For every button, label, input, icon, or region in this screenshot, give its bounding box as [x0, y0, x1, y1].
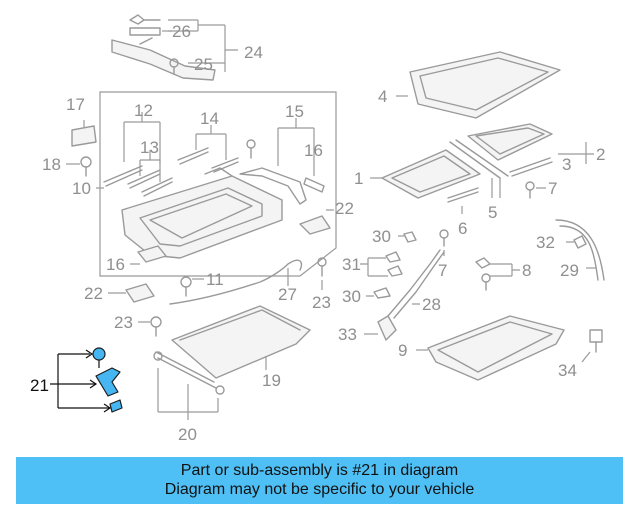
part-21-highlight — [50, 347, 123, 413]
callout-3: 3 — [562, 155, 571, 174]
right-lower-parts — [299, 209, 605, 381]
callout-22-lower: 22 — [84, 284, 103, 303]
callout-17: 17 — [66, 95, 85, 114]
info-banner: Part or sub-assembly is #21 in diagram D… — [16, 457, 623, 504]
callout-22-upper: 22 — [335, 199, 354, 218]
callout-33: 33 — [338, 325, 357, 344]
callout-9: 9 — [398, 341, 407, 360]
callout-30-lower: 30 — [342, 287, 361, 306]
callout-7-upper: 7 — [548, 179, 557, 198]
callout-8: 8 — [522, 261, 531, 280]
callout-12: 12 — [134, 101, 153, 120]
callout-4: 4 — [378, 87, 387, 106]
callout-31: 31 — [342, 255, 361, 274]
callout-25: 25 — [194, 55, 213, 74]
callout-24: 24 — [244, 43, 263, 62]
glass-panels — [370, 51, 594, 256]
callout-19: 19 — [262, 371, 281, 390]
callout-32: 32 — [536, 233, 555, 252]
callout-10: 10 — [72, 179, 91, 198]
callout-16-bottom: 16 — [106, 255, 125, 274]
callout-14: 14 — [200, 109, 219, 128]
callout-13: 13 — [140, 138, 159, 157]
callout-34: 34 — [558, 361, 577, 380]
callout-29: 29 — [560, 261, 579, 280]
banner-line-1: Part or sub-assembly is #21 in diagram — [180, 462, 459, 479]
callout-28: 28 — [422, 295, 441, 314]
callout-23-left: 23 — [114, 313, 133, 332]
deflector-assembly — [111, 14, 238, 81]
callout-7-lower: 7 — [438, 261, 447, 280]
lower-left-parts — [108, 259, 311, 420]
callout-1: 1 — [354, 169, 363, 188]
callout-18: 18 — [42, 155, 61, 174]
callout-26: 26 — [172, 22, 191, 41]
callout-11: 11 — [206, 270, 224, 289]
callout-30-upper: 30 — [372, 227, 391, 246]
callout-labels: 26 24 25 17 12 14 15 13 16 18 10 22 16 1… — [30, 22, 605, 444]
callout-2: 2 — [596, 145, 605, 164]
callout-21: 21 — [30, 376, 49, 395]
callout-16-top: 16 — [304, 141, 323, 160]
parts-diagram: 26 24 25 17 12 14 15 13 16 18 10 22 16 1… — [30, 14, 605, 444]
callout-20: 20 — [178, 425, 197, 444]
callout-6: 6 — [458, 219, 467, 238]
banner-line-2: Diagram may not be specific to your vehi… — [164, 481, 475, 498]
callout-5: 5 — [488, 203, 497, 222]
callout-15: 15 — [285, 102, 304, 121]
callout-27: 27 — [278, 285, 297, 304]
callout-23-right: 23 — [312, 293, 331, 312]
